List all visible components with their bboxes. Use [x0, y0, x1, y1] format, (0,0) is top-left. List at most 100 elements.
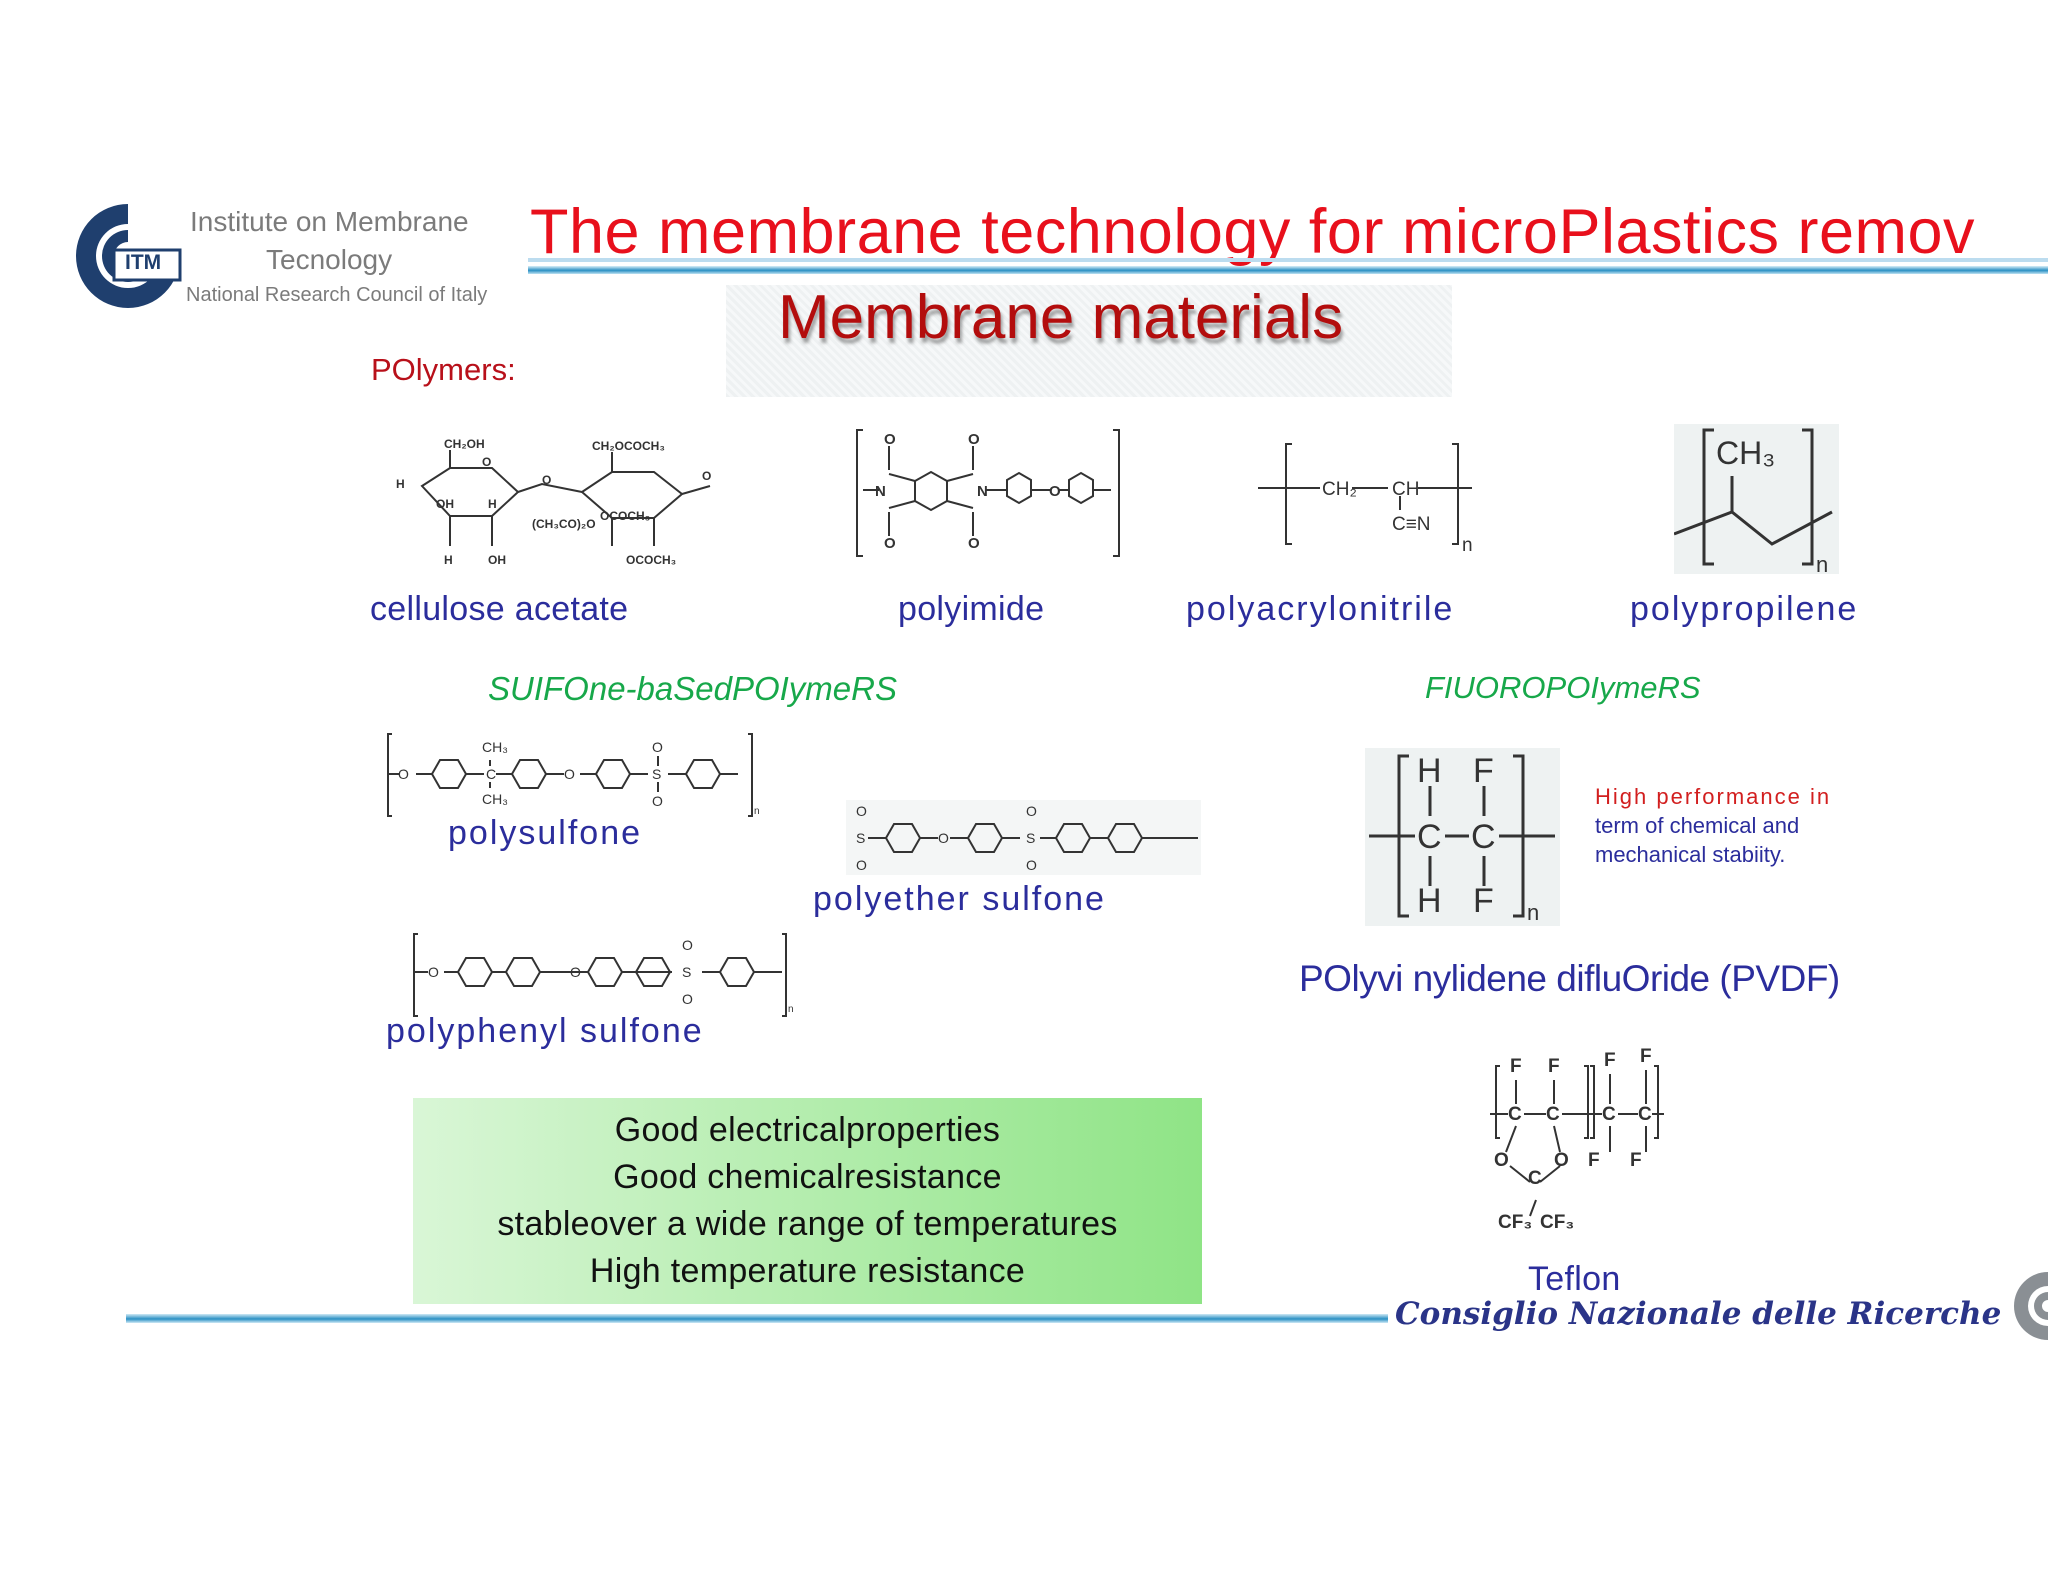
svg-text:O: O [570, 964, 581, 980]
polymer-label-polyphenyl-sulfone: polyphenyl sulfone [386, 1012, 704, 1050]
svg-text:F: F [1630, 1150, 1642, 1171]
itm-logo: ITM Institute on Membrane Tecnology Nati… [68, 196, 487, 316]
svg-text:O: O [938, 830, 949, 846]
svg-text:S: S [1026, 830, 1035, 846]
svg-text:n: n [1527, 900, 1539, 925]
svg-text:O: O [564, 766, 575, 782]
svg-text:C: C [1638, 1104, 1652, 1125]
svg-text:CH: CH [1392, 479, 1419, 500]
svg-text:OH: OH [436, 497, 454, 511]
svg-text:OH: OH [488, 553, 506, 567]
property-item: Good electricalproperties [614, 1111, 1001, 1149]
svg-text:O: O [702, 469, 711, 483]
performance-note-line-3: mechanical stabiity. [1595, 842, 1786, 867]
property-item: stableover a wide range of temperatures [497, 1205, 1118, 1243]
svg-text:O: O [428, 964, 439, 980]
svg-text:O: O [856, 857, 867, 873]
subtitle: Membrane materials [778, 283, 1344, 352]
cnr-signature: Consiglio Nazionale delle Ricerche [1395, 1296, 2002, 1332]
polymer-label-teflon: Teflon [1528, 1260, 1621, 1298]
svg-text:O: O [1494, 1150, 1509, 1171]
logo-line-1: Institute on Membrane [190, 206, 469, 237]
svg-text:n: n [788, 1004, 794, 1015]
svg-text:CH₃: CH₃ [1716, 435, 1775, 471]
svg-text:F: F [1548, 1056, 1560, 1077]
svg-text:O: O [968, 431, 980, 448]
svg-text:S: S [682, 964, 691, 980]
itm-logo-icon [76, 204, 182, 308]
polymer-label-pvdf: POlyvi nylidene difluOride (PVDF) [1299, 958, 1840, 999]
title-underline-light [528, 258, 2048, 262]
svg-text:OCOCH₃: OCOCH₃ [600, 509, 650, 523]
svg-text:n: n [1462, 535, 1473, 556]
svg-text:H: H [396, 477, 405, 491]
subtitle-background [726, 285, 1452, 397]
svg-text:O: O [398, 766, 409, 782]
svg-text:O: O [1026, 803, 1037, 819]
svg-text:O: O [1026, 857, 1037, 873]
svg-text:CH₃: CH₃ [482, 791, 508, 807]
title-underline [528, 266, 2048, 274]
svg-text:n: n [1816, 552, 1828, 574]
svg-text:H: H [444, 553, 453, 567]
svg-text:S: S [652, 766, 661, 782]
svg-text:O: O [652, 793, 663, 809]
svg-text:N: N [875, 483, 886, 500]
svg-text:C: C [1602, 1104, 1616, 1125]
svg-text:CF₃: CF₃ [1498, 1212, 1532, 1233]
performance-note: High performance in term of chemical and… [1595, 782, 1865, 869]
section-label: POlymers: [371, 352, 516, 387]
svg-text:C: C [1546, 1104, 1560, 1125]
svg-text:O: O [682, 937, 693, 953]
svg-text:O: O [682, 991, 693, 1007]
svg-text:C: C [1471, 818, 1496, 856]
svg-text:CH₂OCOCH₃: CH₂OCOCH₃ [592, 439, 665, 453]
properties-box: Good electricalproperties Good chemicalr… [413, 1098, 1202, 1304]
svg-text:O: O [542, 473, 551, 487]
svg-text:F: F [1604, 1050, 1616, 1071]
svg-text:S: S [856, 830, 865, 846]
svg-text:C≡N: C≡N [1392, 514, 1431, 535]
svg-text:O: O [1049, 483, 1061, 500]
group-label-sulfone: SUIFOne-baSedPOIymeRS [488, 670, 897, 707]
svg-text:F: F [1510, 1056, 1522, 1077]
svg-text:O: O [968, 535, 980, 552]
svg-text:OCOCH₃: OCOCH₃ [626, 553, 676, 567]
cnr-logo-icon [2014, 1272, 2048, 1340]
polymer-label-polypropilene: polypropilene [1630, 590, 1859, 628]
svg-text:CF₃: CF₃ [1540, 1212, 1574, 1233]
svg-text:C: C [1417, 818, 1442, 856]
svg-text:H: H [488, 497, 497, 511]
cellulose-acetate-structure: CH₂OH CH₂OCOCH₃ H O O OH H (CH₃CO)₂O OCOCH₃ H O… [396, 437, 711, 567]
svg-text:N: N [977, 483, 988, 500]
svg-text:H: H [1417, 752, 1442, 790]
logo-line-3: National Research Council of Italy [186, 284, 488, 306]
polymer-label-polyimide: polyimide [898, 590, 1045, 628]
group-label-fluoro: FIUOROPOIymeRS [1425, 670, 1701, 705]
svg-text:C: C [1528, 1168, 1542, 1189]
property-item: Good chemicalresistance [613, 1158, 1002, 1196]
svg-text:F: F [1473, 752, 1494, 790]
performance-note-line-2: term of chemical and [1595, 813, 1800, 838]
svg-text:CH₃: CH₃ [482, 739, 508, 755]
footer-bar [126, 1314, 1388, 1323]
svg-text:H: H [1417, 882, 1442, 920]
svg-text:O: O [652, 739, 663, 755]
svg-text:O: O [884, 535, 896, 552]
svg-text:F: F [1640, 1048, 1652, 1067]
polymer-label-polyacrylonitrile: polyacrylonitrile [1186, 590, 1455, 628]
page-title: The membrane technology for microPlastic… [530, 197, 1976, 267]
svg-text:CH₂OH: CH₂OH [444, 437, 485, 451]
polymer-label-polyether-sulfone: polyether sulfone [813, 880, 1106, 918]
property-item: High temperature resistance [589, 1252, 1026, 1290]
svg-text:n: n [754, 806, 760, 817]
svg-text:(CH₃CO)₂O: (CH₃CO)₂O [532, 517, 596, 531]
svg-text:F: F [1473, 882, 1494, 920]
logo-mark: ITM [125, 251, 162, 274]
